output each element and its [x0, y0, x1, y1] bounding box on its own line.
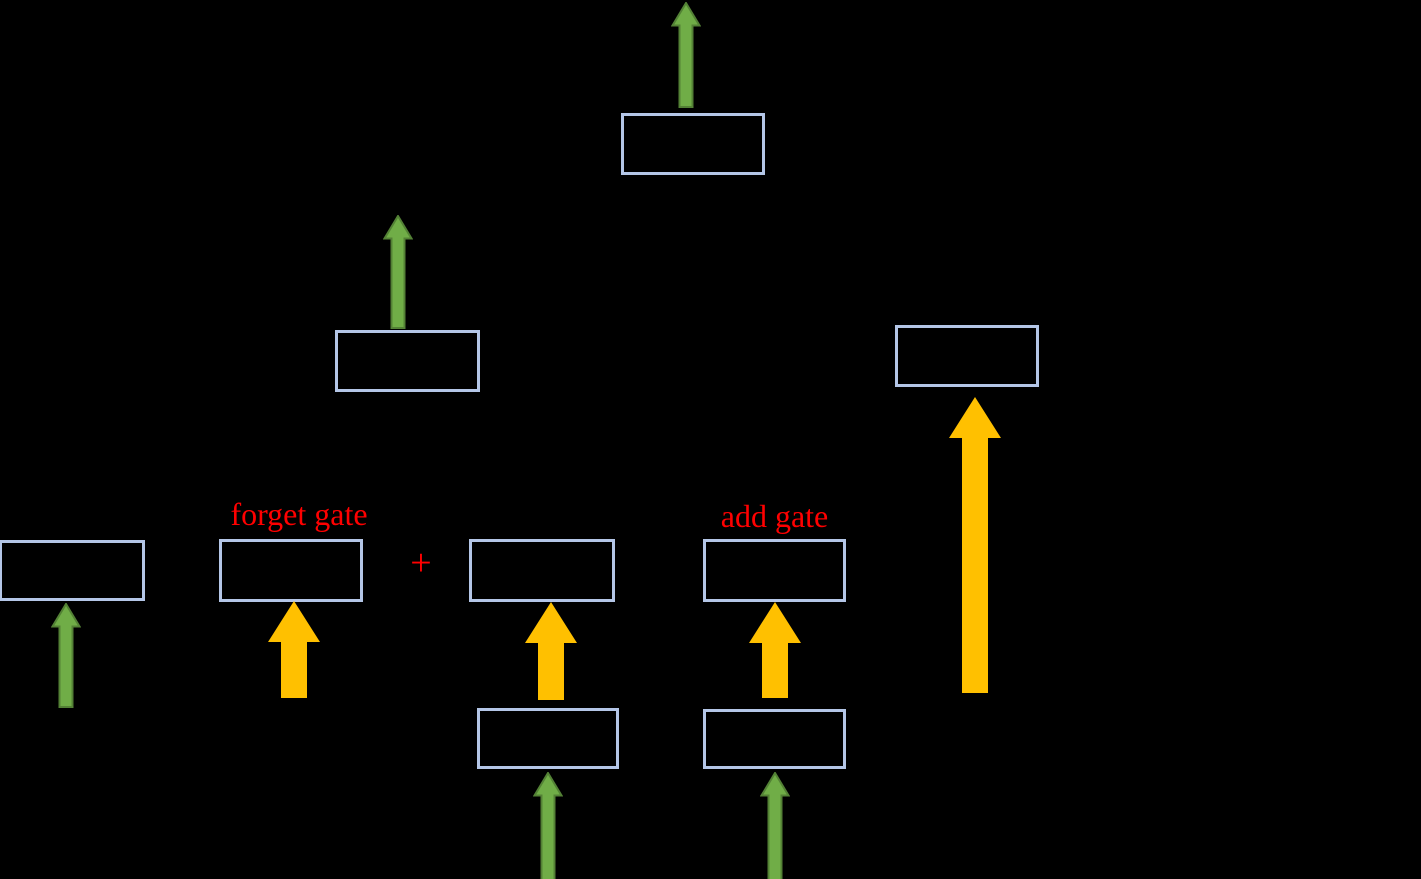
box-lower-right — [703, 709, 846, 769]
box-mid-left — [335, 330, 480, 392]
green-up-arrow — [533, 772, 563, 879]
box-row-center — [469, 539, 615, 602]
green-up-arrow — [671, 2, 701, 108]
box-mid-right — [895, 325, 1039, 387]
box-row-far-left — [0, 540, 145, 601]
add-gate-label: add gate — [720, 498, 829, 534]
box-top-center — [621, 113, 765, 175]
box-add-gate — [703, 539, 846, 602]
green-up-arrow — [760, 772, 790, 879]
forget-gate-label: forget gate — [230, 496, 368, 532]
yellow-up-arrow — [268, 601, 320, 698]
box-forget-gate — [219, 539, 363, 602]
green-up-arrow — [383, 215, 413, 329]
green-up-arrow — [51, 603, 81, 708]
plus-operator-label: + — [410, 542, 432, 584]
yellow-up-arrow — [525, 602, 577, 700]
box-lower-middle — [477, 708, 619, 769]
yellow-up-arrow-tall — [949, 397, 1001, 693]
yellow-up-arrow — [749, 602, 801, 698]
